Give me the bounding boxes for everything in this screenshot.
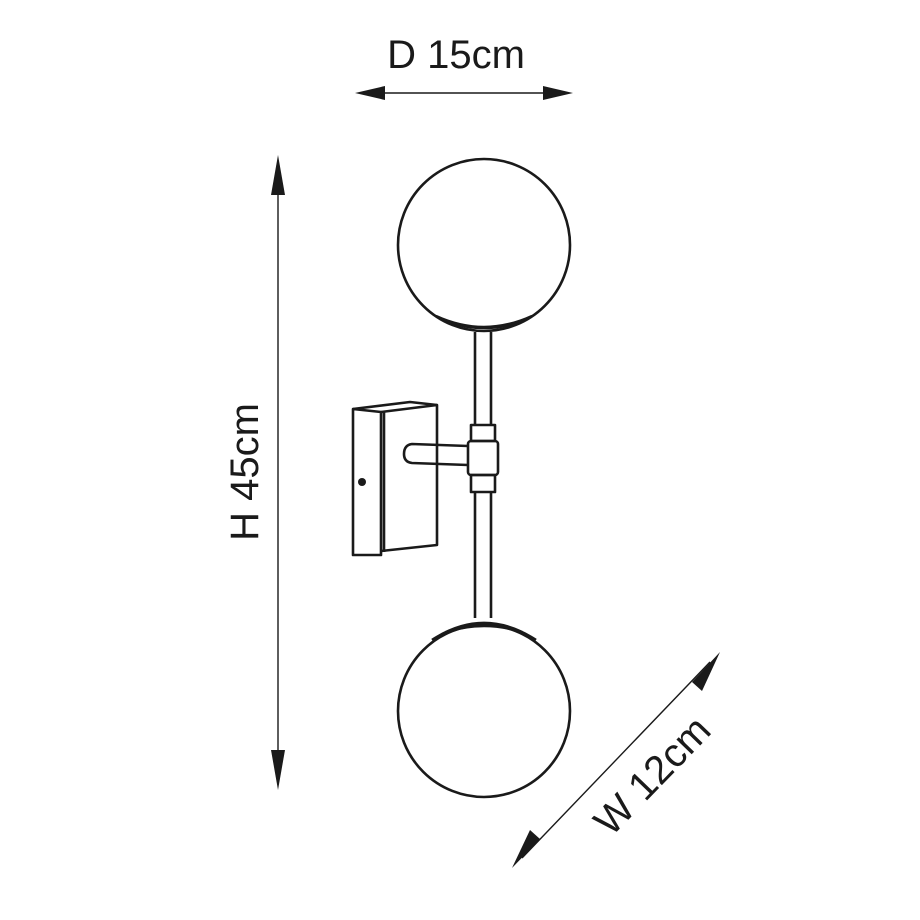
stem-rod bbox=[473, 332, 493, 618]
depth-dimension-arrow bbox=[355, 86, 573, 100]
height-dimension-arrow bbox=[271, 155, 285, 790]
bottom-globe-shade bbox=[396, 621, 572, 799]
top-globe-shade bbox=[396, 157, 572, 333]
width-dimension-arrow bbox=[512, 652, 720, 868]
width-label: W 12cm bbox=[586, 708, 720, 844]
screw-icon bbox=[358, 478, 366, 486]
depth-label: D 15cm bbox=[387, 33, 525, 77]
wall-backplate bbox=[351, 400, 439, 557]
height-label: H 45cm bbox=[223, 403, 267, 541]
support-arm bbox=[402, 442, 469, 467]
stem-collar bbox=[466, 423, 500, 494]
